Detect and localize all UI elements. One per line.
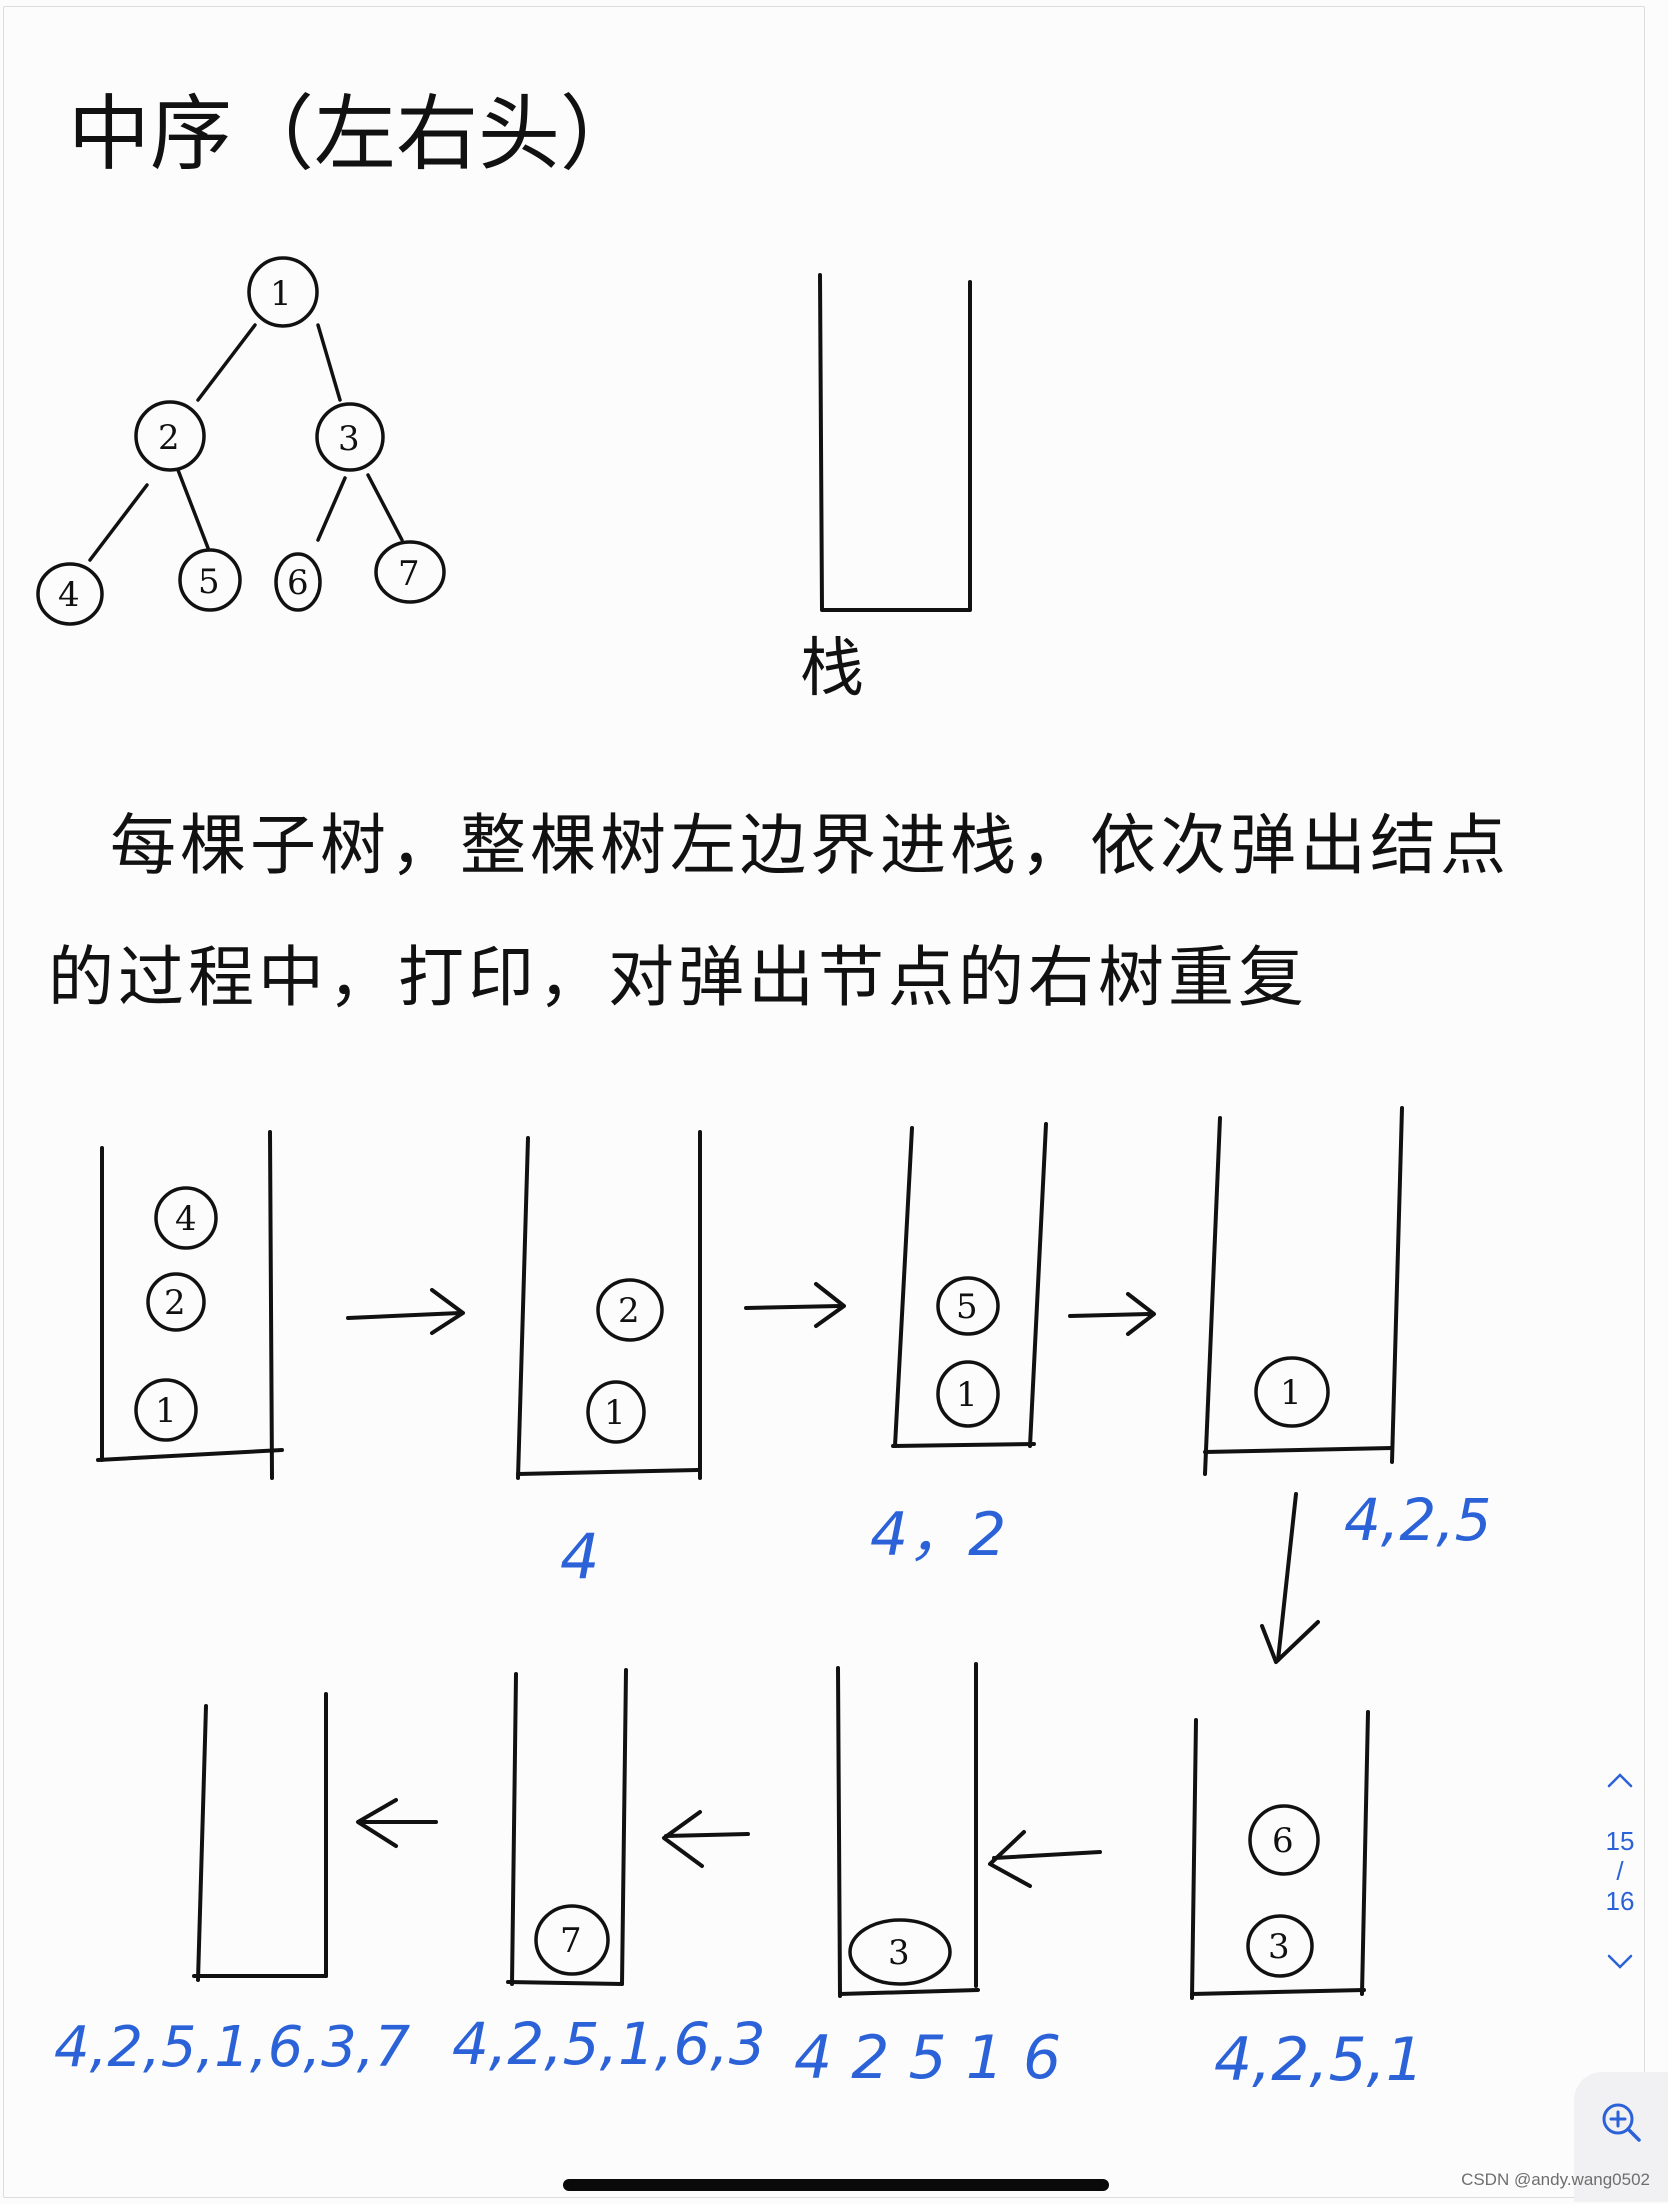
page-separator: / — [1616, 1856, 1624, 1886]
arrow-down — [1260, 1492, 1320, 1664]
stack-c-item-1: 5 — [956, 1287, 978, 1327]
binary-tree: 1 2 3 4 5 6 7 — [36, 256, 446, 626]
step-stack-g — [506, 1668, 628, 1986]
step-stack-e — [1190, 1710, 1370, 2000]
step-stack-b — [516, 1130, 702, 1480]
watermark-text: CSDN @andy.wang0502 — [1461, 2170, 1650, 2189]
current-page-number: 15 — [1605, 1826, 1635, 1856]
arrow-right-1 — [346, 1288, 465, 1335]
step-stack-h — [192, 1692, 328, 1982]
output-h: 4,2,5,1,6,3,7 — [54, 2015, 411, 2080]
description-line-2: 的过程中，打印，对弹出节点的右树重复 — [48, 939, 1308, 1016]
stack-a-item-3: 1 — [155, 1391, 177, 1431]
stack-g-item-1: 7 — [560, 1921, 582, 1961]
output-d: 4,2,5 — [1344, 1486, 1492, 1554]
tree-node-3: 3 — [338, 419, 360, 459]
stack-e-item-2: 3 — [1268, 1927, 1290, 1967]
arrow-left-2 — [662, 1810, 750, 1868]
stack-a-item-1: 4 — [175, 1199, 197, 1239]
output-f: 4 2 5 1 6 — [794, 2023, 1061, 2093]
output-b: 4 — [560, 1520, 599, 1593]
description-line-1: 每棵子树，整棵树左边界进栈，依次弹出结点 — [110, 807, 1510, 884]
arrow-left-1 — [988, 1830, 1102, 1888]
stack-diagram: 栈 — [800, 273, 972, 706]
tree-node-2: 2 — [158, 418, 180, 458]
arrow-left-3 — [356, 1798, 438, 1848]
step-stack-f — [836, 1662, 980, 1998]
step-stack-c — [891, 1122, 1048, 1448]
home-indicator[interactable] — [563, 2179, 1109, 2191]
tree-node-4: 4 — [58, 575, 80, 615]
stack-a-item-2: 2 — [164, 1283, 186, 1323]
output-g: 4,2,5,1,6,3 — [452, 2010, 766, 2078]
stack-f-item-1: 3 — [888, 1933, 910, 1973]
stack-b-item-2: 1 — [604, 1393, 626, 1433]
output-e: 4,2,5,1 — [1214, 2025, 1424, 2095]
stack-b-item-1: 2 — [618, 1291, 640, 1331]
chevron-down-icon — [1607, 1954, 1633, 1969]
stack-e-item-1: 6 — [1272, 1821, 1294, 1861]
page-navigator: 15 / 16 — [1592, 1760, 1648, 2000]
arrow-right-3 — [1068, 1292, 1156, 1336]
tree-node-6: 6 — [287, 563, 309, 603]
total-page-count: 16 — [1605, 1886, 1635, 1916]
step-stack-d — [1203, 1106, 1404, 1476]
stack-label: 栈 — [800, 632, 864, 706]
steps-row-1: 4 2 1 2 1 4 — [96, 1106, 1492, 1664]
zoom-in-icon — [1602, 2103, 1641, 2142]
step-stack-a — [96, 1130, 284, 1480]
output-c: 4，2 — [870, 1500, 1006, 1570]
tree-node-5: 5 — [198, 562, 220, 602]
tree-node-1: 1 — [270, 274, 292, 314]
note-title: 中序（左右头） — [68, 87, 642, 182]
arrow-right-2 — [744, 1282, 846, 1328]
zoom-in-button[interactable] — [1574, 2072, 1668, 2202]
chevron-up-icon — [1607, 1773, 1633, 1788]
stack-d-item-1: 1 — [1280, 1373, 1302, 1413]
steps-row-2: 6 3 4,2,5,1 3 4 2 5 1 6 — [54, 1662, 1424, 2095]
prev-page-button[interactable] — [1600, 1760, 1640, 1800]
stack-c-item-2: 1 — [956, 1375, 978, 1415]
next-page-button[interactable] — [1600, 1942, 1640, 1982]
tree-node-7: 7 — [398, 554, 420, 594]
